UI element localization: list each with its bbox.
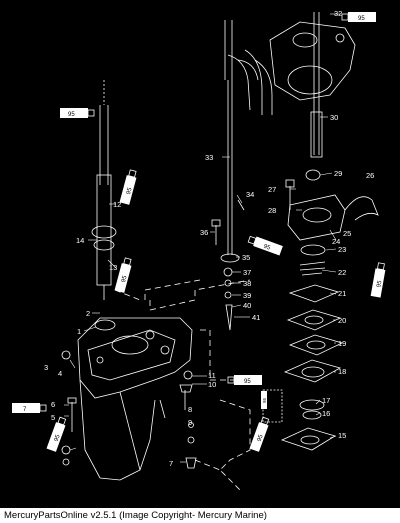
callout-15: 15: [338, 431, 346, 440]
sealant-label: 95: [376, 280, 383, 288]
sealant-label: 95: [358, 16, 365, 22]
callout-16: 16: [322, 409, 330, 418]
callout-40: 40: [243, 301, 251, 310]
copyright-caption: MercuryPartsOnline v2.5.1 (Image Copyrig…: [0, 508, 400, 523]
phantom-outlines: [114, 279, 251, 491]
callout-32: 32: [334, 9, 342, 18]
sealant-tube: 95: [247, 235, 283, 256]
callout-9: 9: [188, 418, 192, 427]
callout-11: 11: [208, 371, 216, 380]
callout-35: 35: [242, 253, 250, 262]
callout-6: 6: [51, 400, 55, 409]
callout-23: 23: [338, 245, 346, 254]
callout-17: 17: [322, 396, 330, 405]
callout-5: 5: [51, 413, 55, 422]
callout-12: 12: [113, 200, 121, 209]
callout-21: 21: [338, 289, 346, 298]
sealant-label: 95: [54, 434, 62, 443]
sealant-label: 95: [263, 244, 272, 252]
callout-13: 13: [109, 263, 117, 272]
callout-38: 38: [243, 279, 251, 288]
gear-housing-part: [77, 317, 193, 481]
sealant-tube: 95: [370, 262, 386, 298]
leader-lines: [64, 13, 340, 463]
callout-39: 39: [243, 291, 251, 300]
sealant-label: 95: [68, 112, 75, 118]
callout-37: 37: [243, 268, 251, 277]
hardware-parts: [61, 179, 295, 469]
sealant-label: 95: [121, 275, 129, 284]
sealant-tube: 95: [227, 375, 262, 385]
callout-30: 30: [330, 113, 338, 122]
callouts: 1 2 3 4 5 6 7 8 9 10 11 12 13 14 15 16 1…: [44, 9, 374, 468]
callout-14: 14: [76, 236, 84, 245]
driveshaft-part: [91, 80, 117, 300]
sealant-tube: 95: [60, 108, 95, 118]
callout-18: 18: [338, 367, 346, 376]
callout-2: 2: [86, 309, 90, 318]
callout-27: 27: [268, 185, 276, 194]
callout-7: 7: [169, 459, 173, 468]
callout-28: 28: [268, 206, 276, 215]
sealant-label: 95: [257, 434, 265, 443]
sealant-tube: 95: [249, 416, 270, 452]
sealant-tube: 95: [119, 169, 137, 205]
callout-29: 29: [334, 169, 342, 178]
sealant-tube: 95: [46, 416, 67, 452]
callout-36: 36: [200, 228, 208, 237]
callout-41: 41: [252, 313, 260, 322]
sealant-label: 95: [126, 187, 134, 196]
sealant-tube: 95: [341, 12, 376, 22]
callout-4: 4: [58, 369, 62, 378]
water-tube-part: [220, 20, 273, 263]
sealant-label: 95: [244, 379, 251, 385]
sealant-tube: 7: [12, 403, 47, 413]
callout-22: 22: [338, 268, 346, 277]
callout-19: 19: [338, 339, 346, 348]
sealant-label: 95: [262, 397, 267, 403]
callout-34: 34: [246, 190, 254, 199]
water-pump-part: [280, 169, 379, 451]
callout-1: 1: [77, 327, 81, 336]
callout-25: 25: [343, 229, 351, 238]
sealant-tube: 95: [114, 257, 132, 293]
sealant-tube: 95: [261, 391, 267, 409]
callout-26: 26: [366, 171, 374, 180]
callout-24: 24: [332, 237, 340, 246]
callout-20: 20: [338, 316, 346, 325]
callout-10: 10: [208, 380, 216, 389]
callout-33: 33: [205, 153, 213, 162]
exploded-parts-diagram: 95 95 95 95 95: [12, 9, 386, 491]
diagram-viewer: 95 95 95 95 95: [0, 0, 400, 508]
callout-3: 3: [44, 363, 48, 372]
shift-shaft-part: [269, 12, 356, 158]
sealant-label: 7: [23, 407, 27, 413]
sealant-tubes: 95 95 95 95 95: [12, 12, 386, 452]
callout-8: 8: [188, 405, 192, 414]
